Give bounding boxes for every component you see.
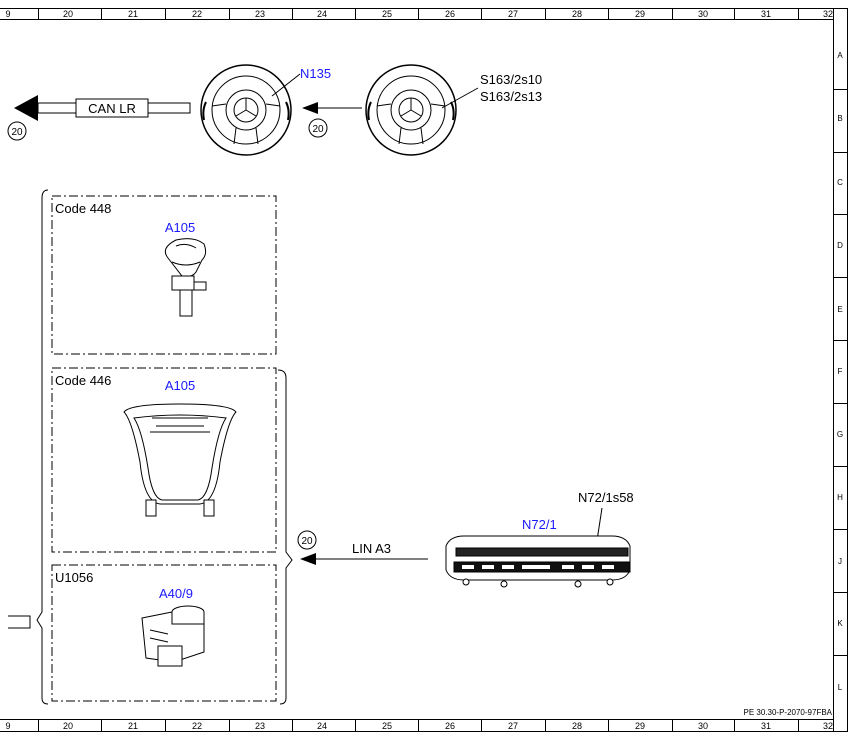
- svg-text:20: 20: [11, 127, 23, 138]
- column-label: 32: [823, 721, 833, 731]
- column-label: 29: [635, 9, 645, 19]
- group-brace: [36, 189, 49, 705]
- column-label: 25: [382, 721, 392, 731]
- variant-label-u1056: U1056: [55, 570, 93, 585]
- svg-text:20: 20: [301, 536, 313, 547]
- component-label-s163-2s13: S163/2s13: [480, 89, 542, 104]
- column-label: 22: [192, 9, 202, 19]
- svg-text:20: 20: [312, 124, 324, 135]
- reference-marker-20-mid: 20: [308, 118, 328, 138]
- document-id: PE 30.30-P-2070-97FBA: [744, 708, 833, 717]
- column-label: 27: [508, 9, 518, 19]
- column-label: 30: [698, 721, 708, 731]
- controller-a40-9: [141, 605, 205, 667]
- frame: [0, 8, 848, 732]
- steering-wheel-n135: [200, 64, 292, 156]
- column-label: 25: [382, 9, 392, 19]
- column-label: 20: [63, 721, 73, 731]
- column-label: 9: [5, 721, 10, 731]
- row-label: J: [838, 557, 842, 566]
- column-label: 23: [255, 721, 265, 731]
- column-label: 26: [445, 9, 455, 19]
- row-ruler: [834, 89, 848, 656]
- column-label: 31: [761, 721, 771, 731]
- row-label: H: [837, 493, 843, 502]
- variant-box-code-448: [51, 195, 277, 355]
- component-label-a105-446: A105: [165, 378, 195, 393]
- row-labels: A B C D E F G H J K L: [837, 51, 843, 692]
- reference-marker-20-left: 20: [7, 121, 27, 141]
- column-label: 32: [823, 9, 833, 19]
- column-label: 24: [317, 721, 327, 731]
- component-label-n135: N135: [300, 66, 331, 81]
- can-lr-connector: CAN LR: [14, 95, 191, 121]
- left-arrow-icon: [14, 95, 38, 121]
- row-label: E: [837, 305, 842, 314]
- column-label: 26: [445, 721, 455, 731]
- column-ruler: [38, 8, 799, 732]
- column-label: 9: [5, 9, 10, 19]
- component-label-a105-448: A105: [165, 220, 195, 235]
- column-labels-top: 9 20 21 22 23 24 25 26 27 28 29 30 31 32: [5, 9, 833, 19]
- steering-wheel-s163: [365, 64, 457, 156]
- column-label: 22: [192, 721, 202, 731]
- column-label: 27: [508, 721, 518, 731]
- column-labels-bottom: 9 20 21 22 23 24 25 26 27 28 29 30 31 32: [5, 721, 833, 731]
- component-label-a40-9: A40/9: [159, 586, 193, 601]
- row-label: G: [837, 430, 843, 439]
- lin-a3-label: LIN A3: [352, 541, 391, 556]
- row-label: L: [838, 683, 843, 692]
- can-lr-label: CAN LR: [88, 101, 136, 116]
- left-arrow-icon: [300, 553, 316, 565]
- row-label: K: [837, 619, 843, 628]
- link-arrow: [302, 102, 362, 114]
- left-connector-stub: [8, 615, 31, 629]
- column-label: 30: [698, 9, 708, 19]
- column-label: 21: [128, 721, 138, 731]
- row-label: F: [838, 367, 843, 376]
- console-panel-a105: [123, 403, 237, 517]
- climate-control-panel-n72-1: [445, 535, 631, 588]
- row-label: A: [837, 51, 843, 60]
- component-label-n72-1: N72/1: [522, 517, 557, 532]
- component-label-n72-1s58: N72/1s58: [578, 490, 634, 505]
- row-label: C: [837, 178, 843, 187]
- column-label: 24: [317, 9, 327, 19]
- column-label: 20: [63, 9, 73, 19]
- row-label: D: [837, 241, 843, 250]
- column-label: 29: [635, 721, 645, 731]
- column-label: 28: [572, 9, 582, 19]
- column-label: 23: [255, 9, 265, 19]
- lin-a3-connection: LIN A3: [300, 541, 428, 565]
- component-label-s163-2s10: S163/2s10: [480, 72, 542, 87]
- variant-label-code-448: Code 448: [55, 201, 111, 216]
- column-label: 21: [128, 9, 138, 19]
- column-label: 31: [761, 9, 771, 19]
- row-label: B: [837, 114, 842, 123]
- reference-marker-20-lin: 20: [297, 530, 317, 550]
- column-label: 28: [572, 721, 582, 731]
- variant-label-code-446: Code 446: [55, 373, 111, 388]
- left-arrow-icon: [302, 102, 318, 114]
- gear-selector-a105: [164, 238, 207, 317]
- group-brace-right: [277, 369, 293, 705]
- variant-box-u1056: [51, 564, 277, 702]
